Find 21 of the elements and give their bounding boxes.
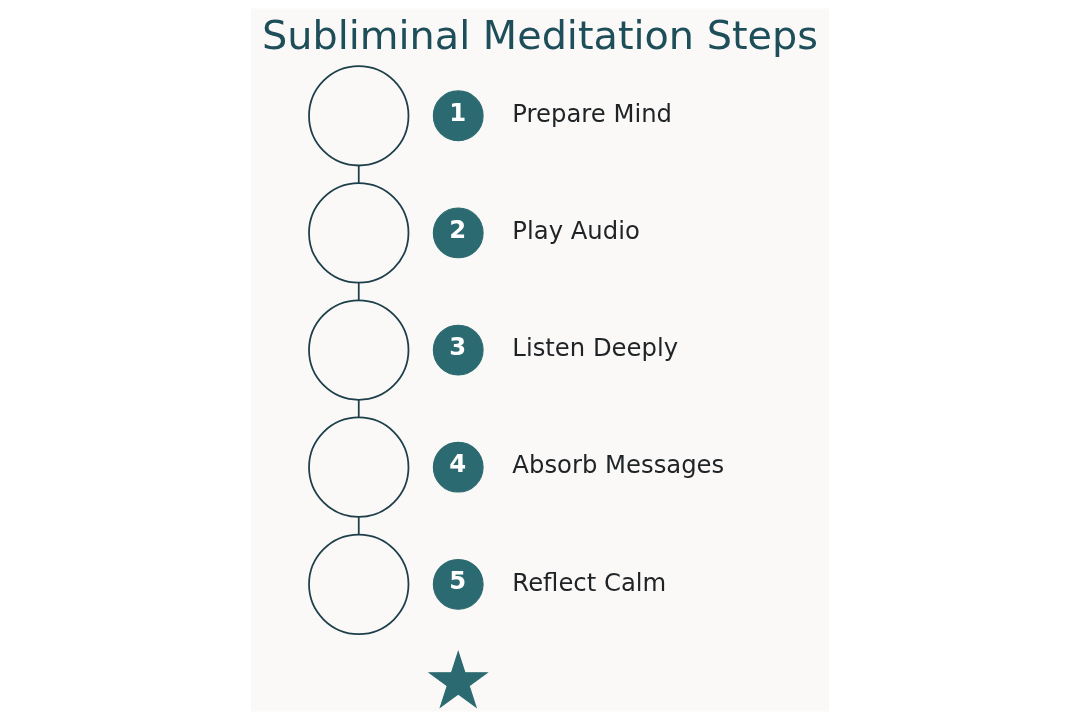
diagram-title: Subliminal Meditation Steps (262, 12, 818, 59)
node-circle (308, 182, 410, 284)
node-circle: 1 (432, 90, 484, 142)
connector (357, 281, 360, 301)
connector (357, 399, 360, 419)
node-circle: 5 (432, 558, 484, 610)
node-circle: 4 (432, 441, 484, 493)
node-circle (308, 299, 410, 401)
node-circle: 3 (432, 324, 484, 376)
node-label: Absorb Messages (512, 450, 725, 480)
node-circle (308, 416, 410, 518)
node-picture (427, 649, 489, 709)
node-label: Listen Deeply (512, 333, 679, 363)
node-label: Reflect Calm (512, 567, 667, 597)
node-circle (308, 65, 410, 167)
node-label: Play Audio (512, 216, 640, 246)
node-circle: 2 (432, 207, 484, 259)
connector (357, 516, 360, 536)
connector (357, 164, 360, 184)
node-circle (308, 533, 410, 635)
node-label: Prepare Mind (512, 98, 672, 128)
